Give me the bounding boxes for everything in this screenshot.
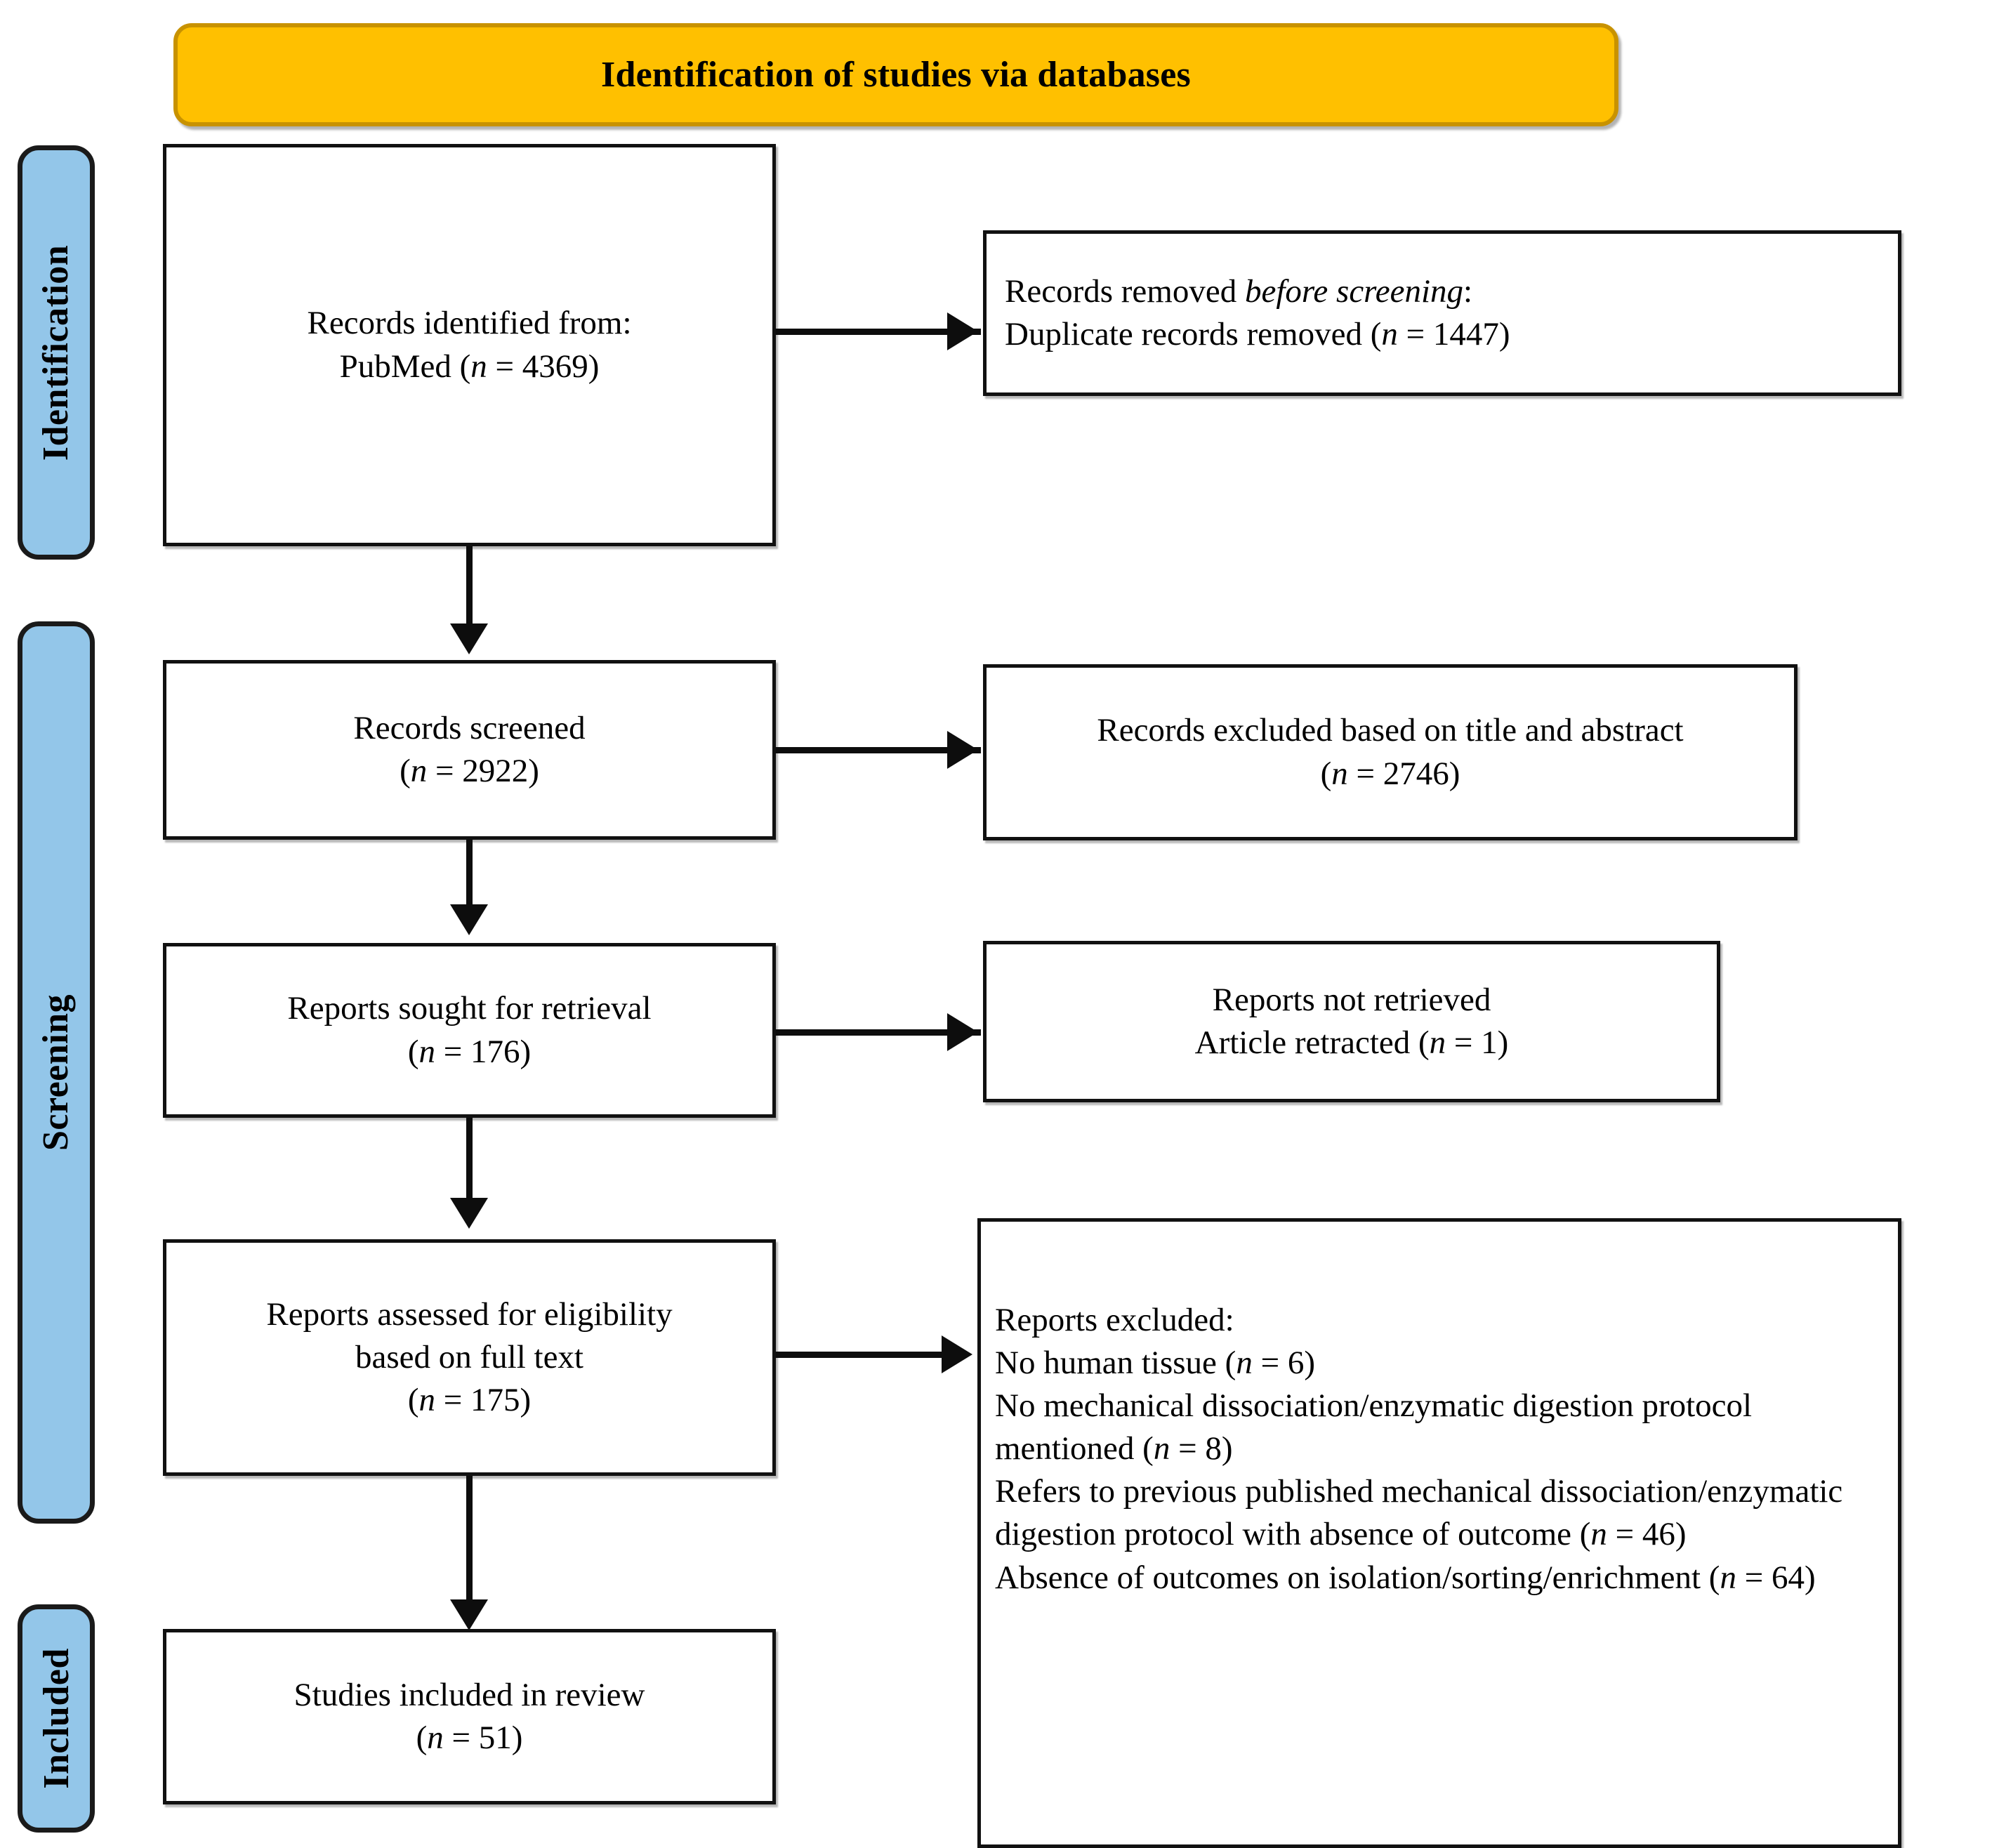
records-removed-line1: Records removed before screening: (1005, 272, 1473, 310)
records-removed-line2: Duplicate records removed (n = 1447) (1005, 316, 1510, 352)
reports-assessed-line3: (n = 175) (407, 1382, 532, 1419)
arrowhead-assessed-to-excluded (942, 1335, 972, 1373)
reports-sought-line1: Reports sought for retrieval (287, 990, 652, 1027)
reports-not-retrieved-line2: Article retracted (n = 1) (1194, 1024, 1509, 1061)
reports-not-retrieved-line1: Reports not retrieved (1212, 981, 1491, 1018)
box-reports-not-retrieved: Reports not retrieved Article retracted … (983, 941, 1720, 1102)
stage-label-screening: Screening (36, 994, 77, 1151)
arrowhead-sought-to-assessed (450, 1198, 488, 1229)
arrowhead-sought-to-not-retrieved (947, 1013, 978, 1051)
arrowhead-identified-to-removed (947, 312, 978, 350)
diagram-title-banner: Identification of studies via databases (173, 23, 1618, 126)
studies-included-line1: Studies included in review (293, 1676, 645, 1713)
reports-excluded-heading: Reports excluded: (995, 1302, 1234, 1338)
stage-label-included: Included (36, 1648, 77, 1789)
connector-screened-to-excluded (776, 747, 981, 753)
connector-identified-to-removed (776, 329, 981, 335)
reports-assessed-line2: based on full text (355, 1338, 583, 1375)
records-excluded-line2: (n = 2746) (1320, 755, 1460, 792)
box-records-screened: Records screened (n = 2922) (163, 660, 776, 840)
connector-assessed-to-excluded (776, 1352, 943, 1358)
box-reports-sought: Reports sought for retrieval (n = 176) (163, 943, 776, 1118)
stage-label-identification: Identification (36, 244, 77, 461)
box-records-excluded: Records excluded based on title and abst… (983, 664, 1798, 840)
arrowhead-screened-to-sought (450, 904, 488, 935)
connector-sought-to-not-retrieved (776, 1029, 981, 1036)
reports-excluded-reason-2: No mechanical dissociation/enzymatic dig… (995, 1387, 1753, 1467)
stage-rail-included: Included (18, 1604, 95, 1833)
page-title: Identification of studies via databases (601, 55, 1191, 95)
connector-assessed-to-included (466, 1476, 473, 1605)
stage-rail-screening: Screening (18, 621, 95, 1524)
records-screened-line1: Records screened (353, 709, 586, 746)
records-identified-line1: Records identified from: (307, 305, 632, 342)
box-reports-excluded: Reports excluded: No human tissue (n = 6… (977, 1218, 1901, 1848)
records-identified-line2: PubMed (n = 4369) (339, 348, 600, 385)
box-records-removed: Records removed before screening: Duplic… (983, 230, 1901, 396)
reports-excluded-reason-3: Refers to previous published mechanical … (995, 1473, 1843, 1553)
records-screened-line2: (n = 2922) (400, 753, 539, 789)
reports-sought-line2: (n = 176) (407, 1033, 532, 1070)
arrowhead-screened-to-excluded (947, 731, 978, 769)
studies-included-line2: (n = 51) (416, 1720, 523, 1756)
box-reports-assessed: Reports assessed for eligibility based o… (163, 1239, 776, 1476)
connector-identified-to-screened (466, 546, 473, 629)
arrowhead-identified-to-screened (450, 623, 488, 654)
arrowhead-assessed-to-included (450, 1599, 488, 1630)
records-excluded-line1: Records excluded based on title and abst… (1097, 712, 1684, 749)
stage-rail-identification: Identification (18, 145, 95, 560)
reports-excluded-reason-1: No human tissue (n = 6) (995, 1345, 1315, 1382)
box-studies-included: Studies included in review (n = 51) (163, 1629, 776, 1804)
connector-sought-to-assessed (466, 1118, 473, 1203)
reports-excluded-reason-4: Absence of outcomes on isolation/sorting… (995, 1559, 1816, 1596)
connector-screened-to-sought (466, 840, 473, 910)
box-records-identified: Records identified from: PubMed (n = 436… (163, 144, 776, 546)
reports-assessed-line1: Reports assessed for eligibility (266, 1295, 673, 1333)
